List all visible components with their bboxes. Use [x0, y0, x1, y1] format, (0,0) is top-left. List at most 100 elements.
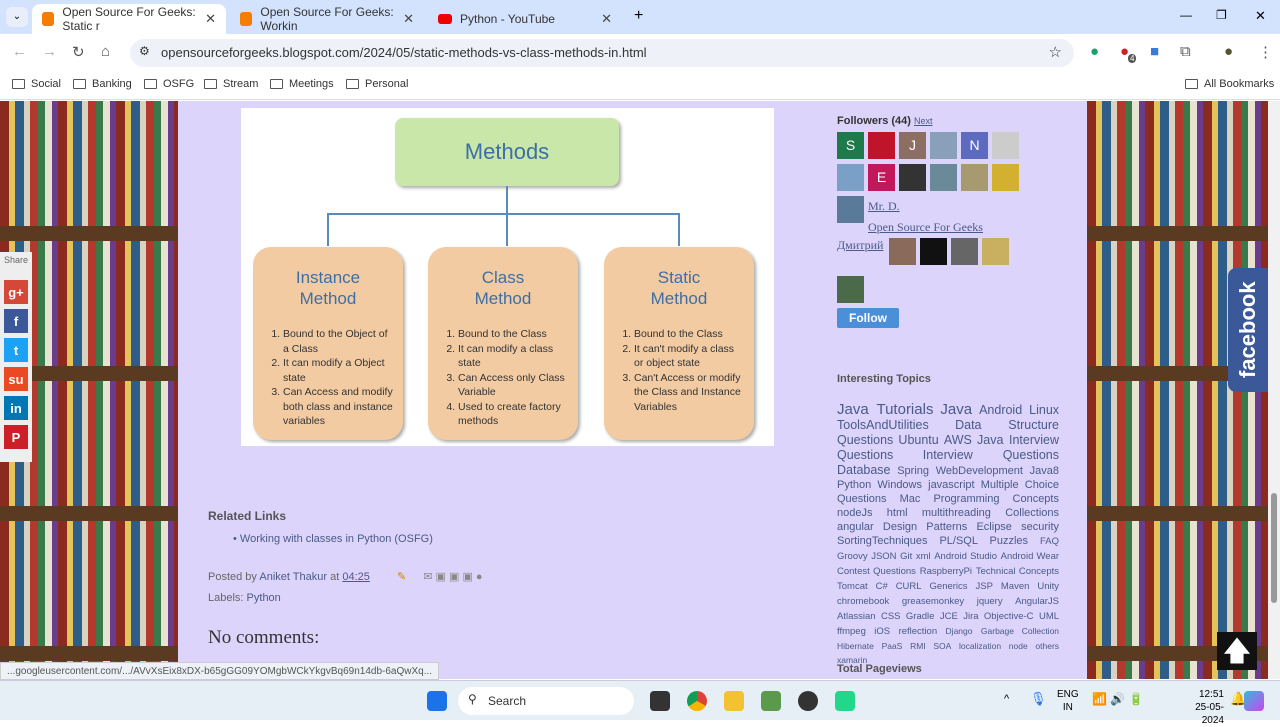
follower-avatar[interactable] — [837, 276, 864, 303]
follower-avatar[interactable]: S — [837, 132, 864, 159]
tag-link[interactable]: Multiple Choice Questions — [837, 479, 1059, 505]
tag-link[interactable]: Unity — [1037, 581, 1059, 592]
tag-link[interactable]: Garbage Collection — [980, 626, 1060, 636]
tag-link[interactable]: others — [1035, 641, 1060, 651]
tag-link[interactable]: Data Structure Questions — [837, 418, 1059, 447]
follower-link[interactable]: Open Source For Geeks — [868, 220, 983, 234]
tray-chevron-icon[interactable]: ^ — [1004, 693, 1010, 705]
copilot-icon[interactable] — [1244, 691, 1264, 711]
close-tab-icon[interactable]: ✕ — [205, 11, 216, 26]
windows-start-icon[interactable] — [427, 691, 447, 711]
tag-link[interactable]: WebDevelopment — [935, 465, 1023, 477]
facebook-icon[interactable]: ▣ — [462, 571, 473, 583]
excel-icon[interactable] — [761, 691, 781, 711]
tag-link[interactable]: angular — [837, 521, 874, 533]
tag-link[interactable]: ToolsAndUtilities — [837, 418, 929, 432]
tag-link[interactable]: JCE — [939, 611, 958, 622]
google-plus-share-button[interactable]: g+ — [4, 280, 28, 304]
tag-link[interactable]: Android — [979, 403, 1023, 417]
tag-link[interactable]: chromebook — [837, 596, 890, 607]
tag-link[interactable]: JSP — [975, 581, 993, 592]
twitter-icon[interactable]: ▣ — [448, 571, 460, 583]
follower-avatar[interactable] — [837, 164, 864, 191]
obs-icon[interactable] — [798, 691, 818, 711]
author-link[interactable]: Aniket Thakur — [259, 571, 328, 583]
tag-link[interactable]: greasemonkey — [901, 596, 965, 607]
facebook-widget-tab[interactable]: facebook — [1228, 268, 1268, 392]
edit-pencil-icon[interactable]: ✎ — [396, 571, 407, 583]
new-tab-button[interactable]: + — [634, 7, 644, 24]
tag-link[interactable]: Puzzles — [989, 535, 1029, 547]
tag-link[interactable]: javascript — [928, 479, 975, 491]
follower-avatar[interactable] — [899, 164, 926, 191]
tag-link[interactable]: Windows — [877, 479, 922, 491]
follower-avatar[interactable] — [982, 238, 1010, 265]
follower-link[interactable]: Дмитрий — [837, 238, 884, 252]
tag-link[interactable]: html — [886, 507, 908, 519]
tag-link[interactable]: UML — [1038, 611, 1060, 622]
follower-avatar[interactable] — [920, 238, 948, 265]
tag-link[interactable]: Android Wear — [1000, 551, 1060, 562]
taskbar-search[interactable]: ⚲Search — [458, 687, 634, 715]
tag-link[interactable]: nodeJs — [837, 507, 873, 519]
tag-link[interactable]: Generics — [929, 581, 968, 592]
tag-link[interactable]: Objective-C — [983, 611, 1034, 622]
followers-next-link[interactable]: Next — [914, 116, 933, 126]
tag-link[interactable]: Spring — [897, 465, 930, 477]
follower-avatar[interactable] — [837, 196, 864, 223]
tag-link[interactable]: Java Tutorials — [837, 401, 934, 418]
file-explorer-icon[interactable] — [724, 691, 744, 711]
back-icon[interactable]: ← — [12, 43, 27, 60]
follower-avatar[interactable] — [992, 164, 1019, 191]
bookmark-social[interactable]: Social — [12, 78, 61, 90]
follower-avatar[interactable]: E — [868, 164, 895, 191]
close-tab-icon[interactable]: ✕ — [403, 11, 414, 26]
tag-link[interactable]: AWS — [943, 433, 972, 447]
linkedin-share-button[interactable]: in — [4, 396, 28, 420]
tag-link[interactable]: Programming Concepts — [933, 493, 1059, 505]
chrome-icon[interactable] — [687, 691, 707, 711]
tag-link[interactable]: Django — [945, 626, 973, 636]
home-icon[interactable]: ⌂ — [101, 43, 111, 60]
follower-avatar[interactable]: N — [961, 132, 988, 159]
tag-link[interactable]: localization — [959, 641, 1002, 651]
profile-avatar[interactable]: ● — [1224, 43, 1234, 60]
tag-link[interactable]: Android Studio — [934, 551, 998, 562]
notification-bell-icon[interactable]: 🔔 — [1230, 691, 1247, 706]
tag-link[interactable]: PL/SQL — [939, 535, 978, 547]
extension-icon[interactable]: ● — [1120, 43, 1130, 60]
facebook-share-button[interactable]: f — [4, 309, 28, 333]
tag-link[interactable]: Ubuntu — [898, 433, 939, 447]
tag-link[interactable]: Groovy — [837, 551, 868, 562]
post-time-link[interactable]: 04:25 — [342, 571, 370, 583]
tag-link[interactable]: Java Interview Questions — [837, 433, 1060, 462]
all-bookmarks[interactable]: All Bookmarks — [1185, 78, 1274, 90]
site-info-icon[interactable]: ⚙ — [139, 44, 150, 58]
reload-icon[interactable]: ↻ — [72, 44, 85, 61]
address-bar[interactable]: ⚙opensourceforgeeks.blogspot.com/2024/05… — [130, 39, 1074, 67]
tag-link[interactable]: JSON — [871, 551, 897, 562]
follower-avatar[interactable] — [961, 164, 988, 191]
tag-link[interactable]: Java8 — [1029, 465, 1060, 477]
scrollbar[interactable] — [1268, 101, 1280, 679]
tag-link[interactable]: Mac — [899, 493, 921, 505]
maximize-button[interactable]: ❐ — [1216, 8, 1227, 22]
translate-icon[interactable]: ■ — [1150, 43, 1160, 60]
follower-avatar[interactable] — [889, 238, 917, 265]
tag-link[interactable]: Jira — [963, 611, 979, 622]
tag-link[interactable]: Git — [900, 551, 913, 562]
follower-avatar[interactable]: J — [899, 132, 926, 159]
tag-link[interactable]: reflection — [898, 626, 938, 637]
blog-this-icon[interactable]: ▣ — [435, 571, 446, 583]
tag-link[interactable]: ffmpeg — [837, 626, 866, 637]
close-tab-icon[interactable]: ✕ — [601, 11, 612, 26]
tag-link[interactable]: SOA — [933, 641, 952, 651]
tag-link[interactable]: RaspberryPi — [919, 566, 973, 577]
follower-avatar[interactable] — [930, 132, 957, 159]
follow-button[interactable]: Follow — [837, 308, 899, 328]
tag-link[interactable]: C# — [875, 581, 888, 592]
follower-link[interactable]: Mr. D. — [868, 199, 900, 213]
email-share-icon[interactable]: ✉ — [423, 571, 433, 583]
